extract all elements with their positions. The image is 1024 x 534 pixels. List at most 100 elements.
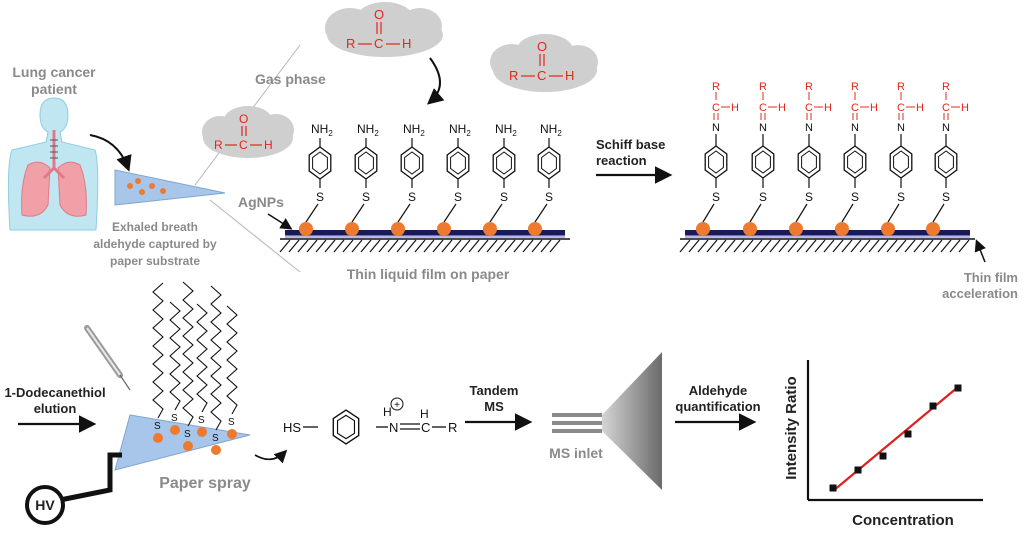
svg-text:NH2: NH2 <box>495 122 517 138</box>
svg-text:S: S <box>408 190 416 204</box>
patient-label-line1: Lung cancer <box>12 64 96 80</box>
cloud-arrow <box>426 57 445 105</box>
thin-film-acc-line2: acceleration <box>942 286 1018 301</box>
thin-liquid-film-label: Thin liquid film on paper <box>347 266 510 282</box>
svg-text:NH2: NH2 <box>403 122 425 138</box>
chart-x-axis-label: Concentration <box>852 512 954 529</box>
svg-text:N: N <box>712 122 720 134</box>
svg-text:R: R <box>851 81 859 93</box>
exhaled-label-line2: aldehyde captured by <box>93 237 217 251</box>
svg-text:N: N <box>759 122 767 134</box>
captured-particles <box>127 178 166 195</box>
svg-text:R: R <box>897 81 905 93</box>
exhaled-label-line1: Exhaled breath <box>112 220 198 234</box>
svg-text:H: H <box>870 102 878 114</box>
svg-text:S: S <box>759 190 767 204</box>
svg-text:S: S <box>316 190 324 204</box>
svg-text:H: H <box>402 36 411 51</box>
svg-text:H: H <box>565 68 574 83</box>
svg-text:S: S <box>500 190 508 204</box>
dodecanethiol-chain: S <box>169 301 181 435</box>
schiff-label-line1: Schiff base <box>596 137 665 152</box>
svg-text:C: C <box>537 68 546 83</box>
svg-text:H: H <box>916 102 924 114</box>
svg-text:H: H <box>420 407 429 421</box>
ms-inlet-icon <box>552 352 662 490</box>
syringe-icon <box>84 325 131 391</box>
svg-text:NH2: NH2 <box>357 122 379 138</box>
svg-text:S: S <box>712 190 720 204</box>
calibration-chart <box>806 360 983 502</box>
paper-substrate-top <box>114 169 226 206</box>
dodecanethiol-chain: S <box>226 305 238 439</box>
svg-text:N: N <box>942 122 950 134</box>
svg-text:C: C <box>421 420 430 435</box>
svg-text:S: S <box>228 417 235 428</box>
tandem-label-line1: Tandem <box>470 383 519 398</box>
data-point <box>879 452 887 460</box>
imine-product-ion: HS N H + C H R <box>283 397 457 445</box>
svg-text:N: N <box>389 420 398 435</box>
ms-inlet-label: MS inlet <box>549 445 603 461</box>
thin-film-pointer <box>974 239 986 263</box>
svg-text:S: S <box>212 433 219 444</box>
zoom-line-bottom <box>209 199 301 273</box>
dodecanethiol-chain: S <box>182 281 194 451</box>
aldehyde-cloud: R C H O <box>202 106 294 158</box>
svg-text:N: N <box>897 122 905 134</box>
svg-text:N: N <box>851 122 859 134</box>
svg-text:+: + <box>394 400 400 411</box>
svg-text:C: C <box>851 102 859 114</box>
tandem-label-line2: MS <box>484 399 504 414</box>
thin-film-acc-line1: Thin film <box>964 270 1018 285</box>
agnps-label: AgNPs <box>238 194 284 210</box>
svg-text:H: H <box>824 102 832 114</box>
svg-text:NH2: NH2 <box>449 122 471 138</box>
svg-text:H: H <box>383 405 392 419</box>
svg-text:C: C <box>712 102 720 114</box>
svg-text:R: R <box>346 36 355 51</box>
dodecanethiol-chain: S <box>210 285 222 455</box>
dodecanethiol-chain: S <box>196 303 208 437</box>
chart-y-axis-label: Intensity Ratio <box>783 376 800 479</box>
data-point <box>829 484 837 492</box>
breath-arrow <box>89 134 132 172</box>
lung-patient-figure <box>7 97 99 231</box>
svg-text:HS: HS <box>283 420 301 435</box>
hv-label: HV <box>35 497 55 513</box>
svg-text:S: S <box>805 190 813 204</box>
gas-phase-label: Gas phase <box>255 71 326 87</box>
aldehyde-cloud: R C H O <box>490 34 598 92</box>
svg-text:S: S <box>198 415 205 426</box>
aldehyde-quant-line1: Aldehyde <box>689 383 748 398</box>
exhaled-label-line3: paper substrate <box>110 254 200 268</box>
svg-text:R: R <box>759 81 767 93</box>
svg-text:R: R <box>805 81 813 93</box>
spray-arrow <box>254 449 288 464</box>
fit-line <box>832 386 959 492</box>
svg-text:S: S <box>545 190 553 204</box>
aldehyde-quant-line2: quantification <box>675 399 760 414</box>
svg-text:C: C <box>759 102 767 114</box>
dodecanethiol-label-line2: elution <box>34 401 77 416</box>
svg-text:R: R <box>509 68 518 83</box>
svg-text:S: S <box>184 429 191 440</box>
data-point <box>854 466 862 474</box>
svg-text:H: H <box>961 102 969 114</box>
svg-text:R: R <box>942 81 950 93</box>
svg-text:C: C <box>897 102 905 114</box>
data-point <box>954 384 962 392</box>
